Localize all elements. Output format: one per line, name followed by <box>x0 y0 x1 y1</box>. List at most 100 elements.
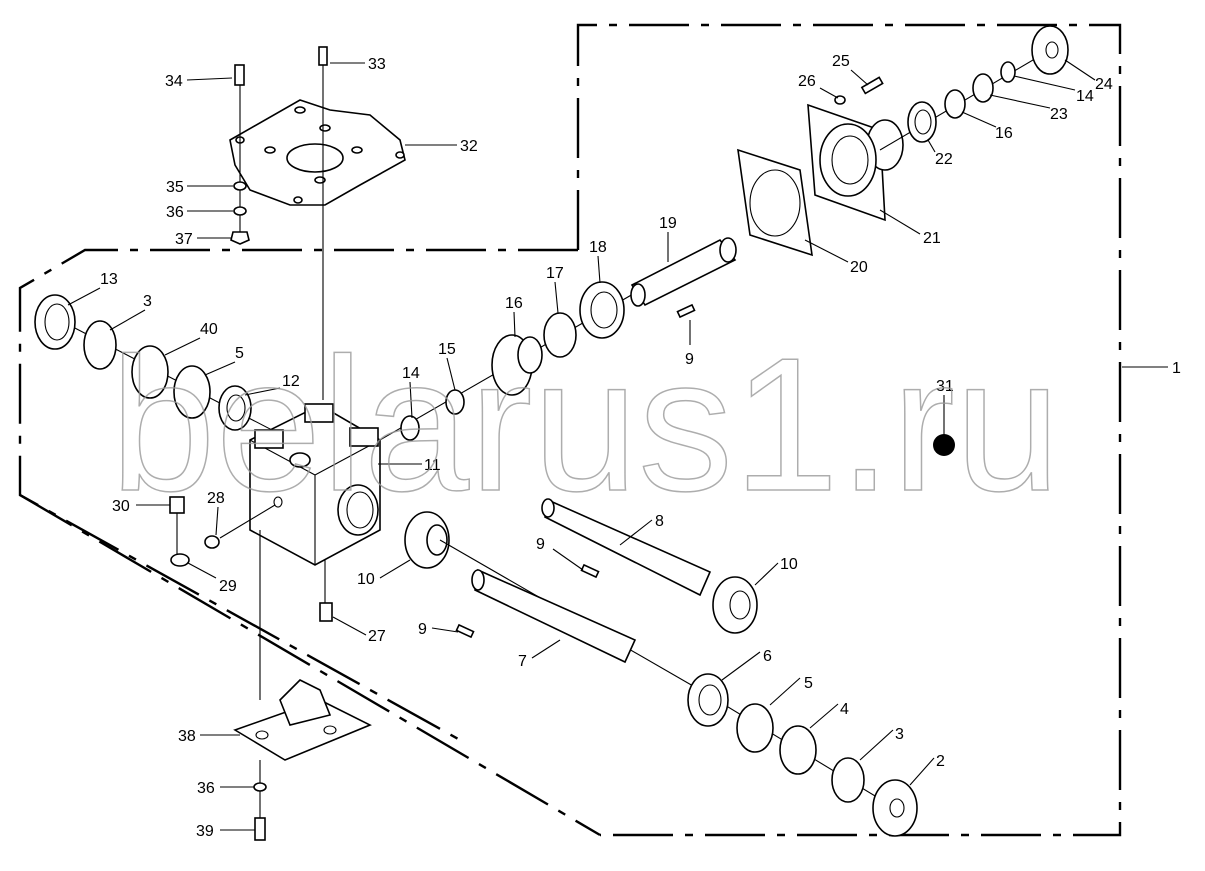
bevel-gear-16 <box>491 334 543 396</box>
leader-line <box>446 357 456 391</box>
part-number-label: 34 <box>165 73 183 90</box>
part-number-label: 10 <box>357 571 375 588</box>
leader-line <box>244 387 281 396</box>
part-number-label: 26 <box>798 73 816 90</box>
part-number-label: 20 <box>850 259 868 276</box>
ring-14 <box>400 415 420 441</box>
fitting-29 <box>170 553 190 567</box>
watermark: belarus1.ru <box>110 319 1061 531</box>
part-number-label: 24 <box>1095 76 1113 93</box>
assembly-boundary <box>18 23 1122 837</box>
leader-line <box>927 139 936 153</box>
leader-line <box>409 381 413 419</box>
ring-5 <box>173 365 211 419</box>
leader-line <box>619 519 653 546</box>
part-number-label: 33 <box>368 56 386 73</box>
ring-5 <box>736 703 774 753</box>
leader-line <box>552 548 584 571</box>
part-number-label: 23 <box>1050 106 1068 123</box>
part-number-label: 9 <box>685 351 694 368</box>
screw-25 <box>860 76 884 95</box>
part-number-label: 6 <box>763 648 772 665</box>
ring-4 <box>779 725 817 775</box>
leader-line <box>809 703 839 729</box>
part-number-label: 36 <box>197 780 215 797</box>
leader-line <box>754 562 779 586</box>
part-number-label: 3 <box>143 293 152 310</box>
leader-line <box>379 559 411 579</box>
leader-line <box>989 94 1051 109</box>
key-9b <box>580 563 600 579</box>
flange-plate-32 <box>229 99 406 206</box>
leader-line <box>164 337 201 356</box>
part-number-label: 16 <box>995 125 1013 142</box>
leader-line <box>804 239 849 263</box>
part-number-label: 14 <box>1076 88 1094 105</box>
part-number-label: 27 <box>368 628 386 645</box>
mounting-bracket-38 <box>233 679 372 761</box>
gasket-20 <box>737 148 813 257</box>
part-number-label: 31 <box>936 378 954 395</box>
ring-3 <box>831 757 865 803</box>
part-number-label: 8 <box>655 513 664 530</box>
ring-17 <box>543 312 577 358</box>
part-number-label: 2 <box>936 753 945 770</box>
gearbox-housing-11 <box>249 403 381 566</box>
washer-36b <box>253 782 267 792</box>
bearing-18 <box>579 281 625 339</box>
seal-22 <box>907 101 937 143</box>
leader-line <box>186 77 233 81</box>
leader-line <box>332 616 367 636</box>
part-number-label: 15 <box>438 341 456 358</box>
part-number-label: 36 <box>166 204 184 221</box>
bearing-12 <box>218 385 252 431</box>
washer-36 <box>233 206 247 216</box>
part-number-label: 13 <box>100 271 118 288</box>
part-number-label: 3 <box>895 726 904 743</box>
shaft-7 <box>471 568 637 664</box>
washer-35 <box>233 181 247 191</box>
leader-line <box>67 287 101 306</box>
leader-line <box>721 651 761 681</box>
assembly-boundary-lower <box>19 493 601 837</box>
part-number-label: 1 <box>1172 360 1181 377</box>
leader-line <box>513 311 516 338</box>
part-number-label: 37 <box>175 231 193 248</box>
leader-line <box>1064 59 1096 81</box>
bevel-gear-10b <box>712 576 758 634</box>
leader-line <box>531 639 561 659</box>
part-number-label: 40 <box>200 321 218 338</box>
part-number-label: 14 <box>402 365 420 382</box>
bearing-housing-21 <box>807 103 904 222</box>
breather-28 <box>204 535 220 549</box>
part-31-dot <box>933 434 955 456</box>
leader-line <box>204 361 236 376</box>
ring-14 <box>1000 61 1016 83</box>
leader-line <box>187 562 217 579</box>
bevel-gear-10 <box>404 511 450 569</box>
shaft-8 <box>541 498 712 597</box>
part-number-label: 22 <box>935 151 953 168</box>
key-9 <box>676 303 696 319</box>
part-number-label: 30 <box>112 498 130 515</box>
leader-line <box>859 729 894 761</box>
leader-line <box>819 87 839 99</box>
part-number-label: 18 <box>589 239 607 256</box>
part-number-label: 17 <box>546 265 564 282</box>
part-number-label: 10 <box>780 556 798 573</box>
part-number-label: 38 <box>178 728 196 745</box>
part-number-label: 16 <box>505 295 523 312</box>
leader-line <box>879 209 921 235</box>
washer-24 <box>1031 25 1069 75</box>
ring-16 <box>944 89 966 119</box>
leader-line <box>109 309 146 331</box>
key-9c <box>455 623 475 639</box>
part-number-label: 21 <box>923 230 941 247</box>
leader-line <box>554 281 559 314</box>
leader-line <box>961 111 997 128</box>
part-number-label: 28 <box>207 490 225 507</box>
part-number-label: 25 <box>832 53 850 70</box>
leader-line <box>597 255 601 284</box>
